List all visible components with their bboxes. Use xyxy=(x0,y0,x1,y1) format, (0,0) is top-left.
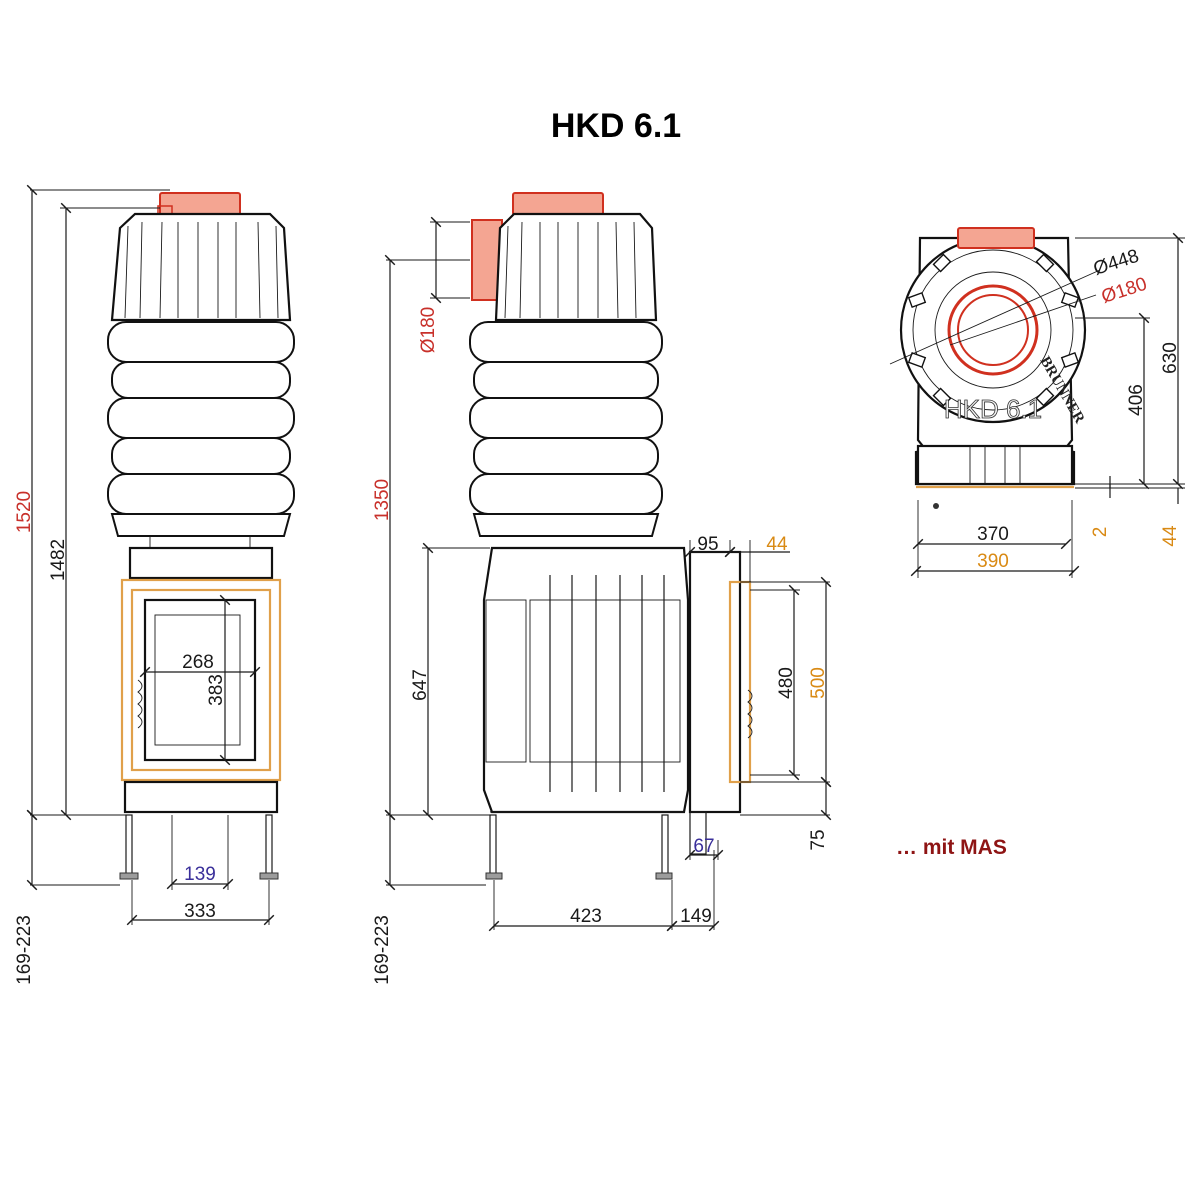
front-rib-1 xyxy=(107,321,295,363)
front-total-height: 1520 xyxy=(14,491,35,533)
side-frame-depth: 44 xyxy=(766,534,788,555)
front-frame xyxy=(120,578,282,782)
side-flue-top xyxy=(512,192,604,216)
top-gap: 2 xyxy=(1090,527,1111,538)
top-outer-diameter: Ø448 xyxy=(1091,246,1142,280)
front-cylinder-top xyxy=(110,212,292,322)
leg-spacing: 139 xyxy=(184,864,216,885)
mas-note: … mit MAS xyxy=(896,836,1007,859)
side-view xyxy=(469,192,753,880)
side-total-height: 1350 xyxy=(372,479,393,521)
side-mas-gap: 95 xyxy=(697,534,718,555)
side-firebox-height: 647 xyxy=(410,669,431,701)
front-body-height: 1482 xyxy=(48,539,69,581)
side-depth: 423 xyxy=(570,906,602,927)
side-floor-offset: 75 xyxy=(808,829,829,850)
front-door-handle xyxy=(137,679,143,729)
top-center-depth: 406 xyxy=(1126,384,1147,416)
top-flue-diameter: Ø180 xyxy=(1099,274,1150,308)
drawing-title: HKD 6.1 xyxy=(551,107,681,145)
side-offset: 67 xyxy=(693,836,714,857)
side-opening-height: 480 xyxy=(776,667,797,699)
top-inner-width: 370 xyxy=(977,524,1009,545)
front-dimensions: 1520 1482 169-223 268 383 139 333 xyxy=(14,184,275,985)
side-leg-range: 169-223 xyxy=(372,915,393,985)
side-mas-depth: 149 xyxy=(680,906,712,927)
door-height: 383 xyxy=(206,674,227,706)
door-width: 268 xyxy=(182,652,214,673)
top-outer-width: 390 xyxy=(977,551,1009,572)
side-frame-height: 500 xyxy=(808,667,829,699)
top-model-text: HKD 6.1 xyxy=(944,394,1042,424)
top-view: BRUNNER HKD 6.1 xyxy=(889,227,1101,509)
front-leg-range: 169-223 xyxy=(14,915,35,985)
side-mas-panel xyxy=(688,550,742,814)
side-flue-diameter: Ø180 xyxy=(418,307,439,353)
side-firebox xyxy=(482,546,690,814)
base-width: 333 xyxy=(184,901,216,922)
top-total-depth: 630 xyxy=(1160,342,1181,374)
front-firebox-neck xyxy=(128,546,274,580)
top-frame-depth: 44 xyxy=(1160,525,1181,547)
side-dimensions: Ø180 1350 169-223 647 423 149 67 95 44 xyxy=(372,216,832,985)
front-view xyxy=(107,192,295,880)
front-door xyxy=(143,598,257,762)
